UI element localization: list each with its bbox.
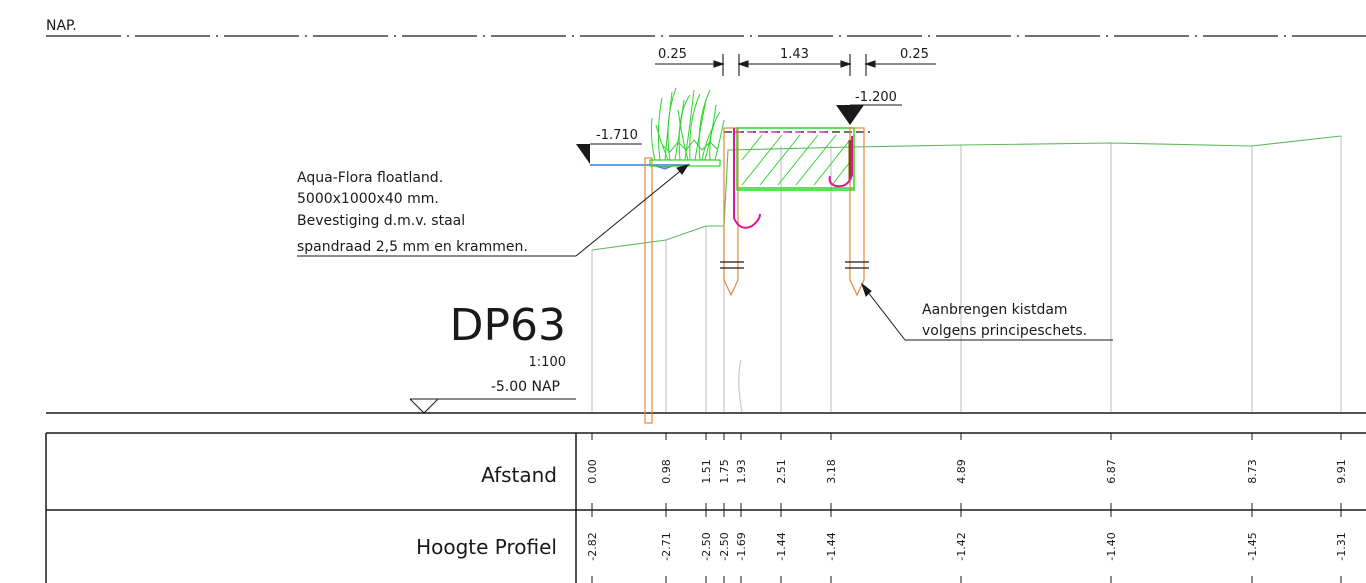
hoogte-value: -2.50 bbox=[718, 532, 731, 560]
level-marker-right bbox=[836, 104, 902, 125]
reference-marker bbox=[409, 398, 576, 414]
datum-label: NAP. bbox=[46, 18, 77, 34]
hoogte-value: -2.82 bbox=[586, 532, 599, 560]
row-label-afstand: Afstand bbox=[481, 463, 557, 487]
note-floatland-line2: 5000x1000x40 mm. bbox=[297, 191, 439, 207]
hoogte-value: -1.42 bbox=[955, 532, 968, 560]
note-floatland-line1: Aqua-Flora floatland. bbox=[297, 170, 443, 186]
afstand-value: 8.73 bbox=[1246, 459, 1259, 484]
dim-right-width: 0.25 bbox=[900, 47, 929, 62]
note-floatland-line4: spandraad 2,5 mm en krammen. bbox=[297, 239, 528, 255]
afstand-value: 6.87 bbox=[1105, 459, 1118, 484]
kistdam bbox=[724, 127, 870, 191]
profile-scale: 1:100 bbox=[529, 355, 566, 370]
level-left-label: -1.710 bbox=[596, 128, 638, 143]
anchor-hooks bbox=[733, 128, 853, 229]
level-right-label: -1.200 bbox=[855, 90, 897, 105]
hatch bbox=[741, 134, 851, 186]
leader-kistdam bbox=[861, 282, 1113, 341]
ground-profile bbox=[591, 135, 1342, 251]
hoogte-value: -1.45 bbox=[1246, 532, 1259, 560]
hoogte-value: -1.44 bbox=[825, 532, 838, 560]
note-kistdam-line2: volgens principeschets. bbox=[922, 323, 1087, 339]
afstand-value: 9.91 bbox=[1335, 459, 1348, 484]
afstand-value: 2.51 bbox=[775, 459, 788, 484]
dim-left-width: 0.25 bbox=[658, 47, 687, 62]
floatland bbox=[649, 87, 725, 167]
afstand-value: 3.18 bbox=[825, 459, 838, 484]
afstand-value: 1.75 bbox=[718, 459, 731, 484]
afstand-value: 1.93 bbox=[735, 459, 748, 484]
row-label-hoogte: Hoogte Profiel bbox=[416, 535, 557, 559]
dim-center-width: 1.43 bbox=[780, 47, 809, 62]
top-dimensions bbox=[655, 54, 936, 76]
hoogte-value: -1.40 bbox=[1105, 532, 1118, 560]
afstand-value: 4.89 bbox=[955, 459, 968, 484]
hoogte-value: -1.31 bbox=[1335, 532, 1348, 560]
vegetation bbox=[650, 87, 725, 161]
sheet-piles bbox=[720, 127, 869, 297]
note-kistdam-line1: Aanbrengen kistdam bbox=[922, 302, 1068, 318]
reference-level: -5.00 NAP bbox=[491, 379, 560, 395]
hoogte-value: -1.44 bbox=[775, 532, 788, 560]
hoogte-value: -1.69 bbox=[735, 532, 748, 560]
leader-floatland bbox=[297, 164, 690, 257]
level-marker-left bbox=[576, 143, 642, 164]
hoogte-value: -2.50 bbox=[700, 532, 713, 560]
station-lines bbox=[591, 136, 1342, 413]
profile-id: DP63 bbox=[450, 300, 566, 351]
afstand-value: 0.00 bbox=[586, 459, 599, 484]
note-floatland-line3: Bevestiging d.m.v. staal bbox=[297, 213, 465, 229]
hoogte-value: -2.71 bbox=[660, 532, 673, 560]
afstand-value: 1.51 bbox=[700, 459, 713, 484]
table-ticks: 0.00 0.98 1.51 1.75 1.93 2.51 3.18 4.89 6.87 8.73… bbox=[586, 433, 1348, 583]
long-pile bbox=[644, 157, 653, 424]
afstand-value: 0.98 bbox=[660, 459, 673, 484]
